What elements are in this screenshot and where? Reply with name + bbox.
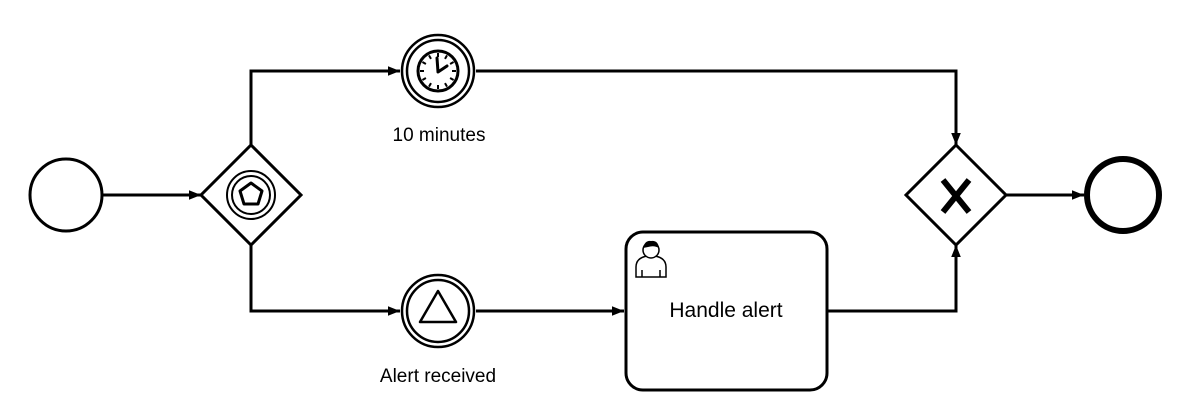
signal-event[interactable] [400,273,476,349]
start-event[interactable] [28,157,104,233]
timer-event-label: 10 minutes [393,125,486,146]
clock-icon [416,49,460,93]
flow-task-to-xor[interactable] [827,245,961,313]
flow-gateway-to-signal[interactable] [249,245,400,316]
pentagon-icon [238,181,264,206]
signal-event-label: Alert received [380,366,496,387]
user-task-label: Handle alert [669,299,782,322]
flow-timer-to-xor[interactable] [476,69,961,145]
flow-gateway-to-timer[interactable] [249,66,400,145]
event-based-gateway[interactable] [198,142,304,248]
user-icon [635,240,667,278]
timer-event[interactable] [400,33,476,109]
triangle-signal-icon [418,289,458,324]
end-event[interactable] [1084,156,1162,234]
user-task[interactable]: Handle alert [624,230,829,392]
exclusive-gateway[interactable] [903,142,1009,248]
x-marker-icon [940,178,972,214]
